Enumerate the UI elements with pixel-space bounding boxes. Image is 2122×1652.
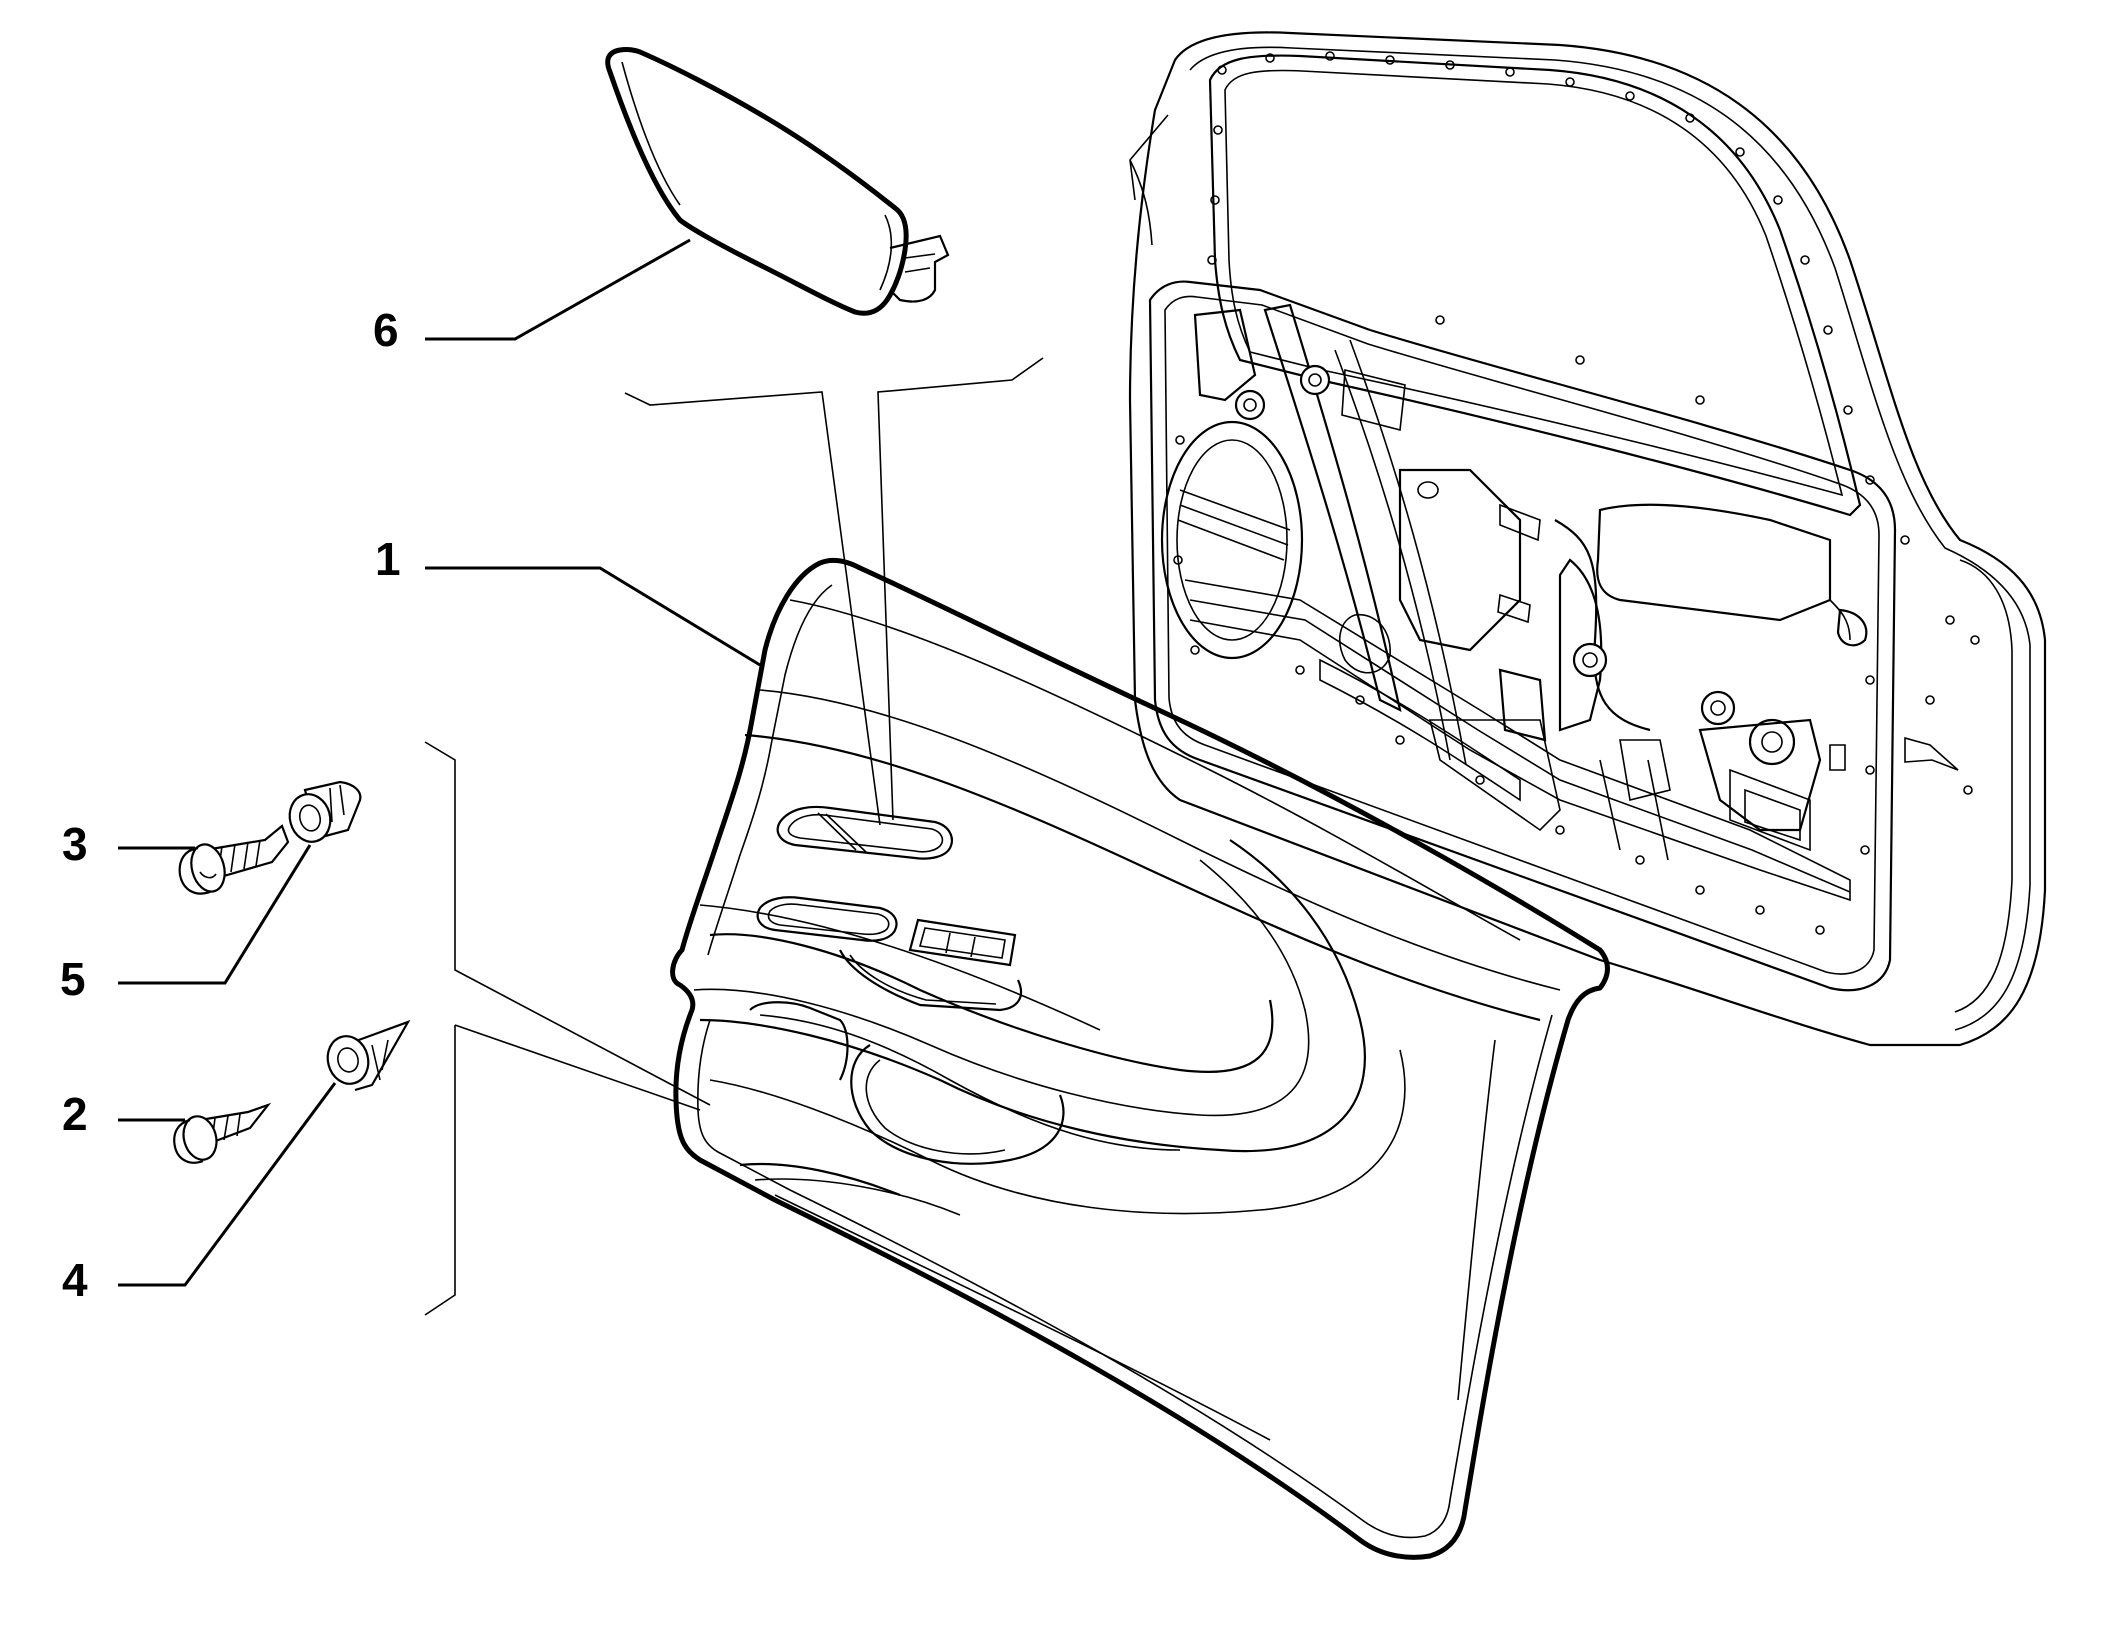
callout-2: 2 xyxy=(62,1088,88,1140)
panel-holes xyxy=(1173,435,1980,935)
grommet-part-5 xyxy=(288,780,362,843)
callout-6: 6 xyxy=(373,304,399,356)
clip-part-4 xyxy=(326,1019,411,1092)
trim-insert-cover xyxy=(605,46,950,316)
reference-lines xyxy=(424,357,1044,1316)
leader-lines xyxy=(118,238,761,1287)
door-trim-panel xyxy=(670,557,1610,1560)
door-frame xyxy=(1128,31,2047,1047)
callout-numbers: 6 1 3 5 2 4 xyxy=(60,304,401,1306)
flange-holes xyxy=(1207,51,1910,545)
screw-part-2 xyxy=(173,1102,272,1164)
callout-4: 4 xyxy=(62,1254,88,1306)
leader-6 xyxy=(425,238,691,341)
screw-part-3 xyxy=(178,824,290,895)
callout-1: 1 xyxy=(375,533,401,585)
callout-5: 5 xyxy=(60,953,86,1005)
leader-1 xyxy=(425,566,761,667)
callout-3: 3 xyxy=(62,818,88,870)
leader-4 xyxy=(118,1082,337,1287)
leader-5 xyxy=(118,844,312,985)
